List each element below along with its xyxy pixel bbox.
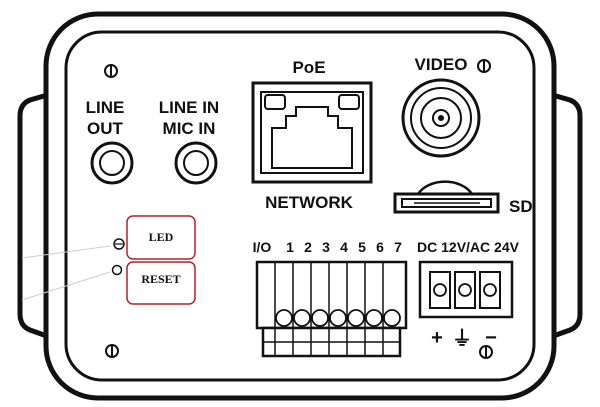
power-ground-symbol: ⏚ xyxy=(452,327,472,350)
line-out-label-1: LINE xyxy=(86,98,125,117)
led-indicator xyxy=(113,238,125,250)
power-minus-symbol: − xyxy=(485,327,497,349)
io-label: I/O xyxy=(253,239,272,255)
screw-bottom-left xyxy=(105,344,119,358)
io-pin-7-label: 7 xyxy=(394,239,402,255)
line-in-jack[interactable] xyxy=(174,141,218,185)
network-rj45-port[interactable] xyxy=(251,81,373,184)
video-label: VIDEO xyxy=(415,55,468,74)
screw-top-right xyxy=(477,59,491,73)
sd-slot-arc xyxy=(416,180,474,195)
power-label: DC 12V/AC 24V xyxy=(417,239,520,255)
screw-top-left xyxy=(104,64,118,78)
io-pin-2-label: 2 xyxy=(304,239,312,255)
sd-card-slot[interactable] xyxy=(393,192,500,214)
poe-label: PoE xyxy=(292,58,325,77)
reset-button[interactable] xyxy=(111,264,123,276)
led-callout-box xyxy=(126,215,196,260)
io-pin-4-label: 4 xyxy=(340,239,348,255)
reset-label: RESET xyxy=(141,272,180,286)
right-side-flange xyxy=(541,89,583,343)
led-leader-line xyxy=(21,245,111,259)
line-out-label-2: OUT xyxy=(87,119,124,138)
io-pin-6-label: 6 xyxy=(376,239,384,255)
io-terminal-block[interactable] xyxy=(255,260,408,358)
line-out-jack[interactable] xyxy=(90,141,134,185)
io-pin-5-label: 5 xyxy=(358,239,366,255)
video-bnc-connector[interactable] xyxy=(401,78,481,158)
screw-bottom-right xyxy=(479,345,493,359)
power-terminal-block[interactable] xyxy=(418,260,514,319)
power-plus-symbol: + xyxy=(431,327,443,349)
line-in-label-1: LINE IN xyxy=(159,98,219,117)
reset-callout-box xyxy=(126,261,196,305)
mic-in-label: MIC IN xyxy=(163,119,216,138)
io-pin-3-label: 3 xyxy=(322,239,330,255)
io-pin-1-label: 1 xyxy=(286,239,294,255)
reset-leader-line xyxy=(21,271,111,301)
sd-label: SD xyxy=(509,197,533,216)
left-side-flange xyxy=(17,89,59,343)
led-label: LED xyxy=(149,230,174,244)
network-label: NETWORK xyxy=(265,193,354,212)
